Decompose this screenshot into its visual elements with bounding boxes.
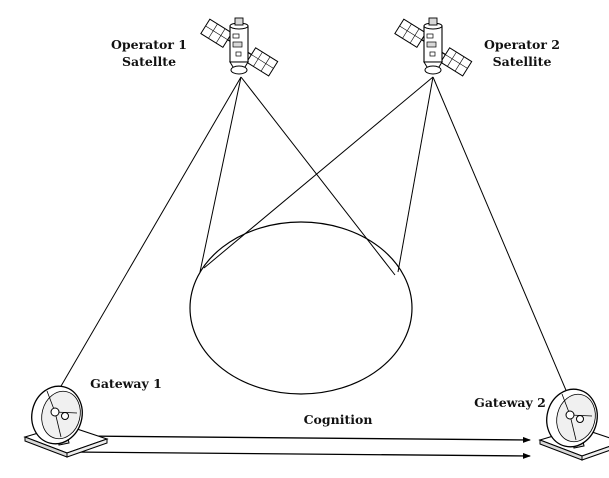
operator1-label-line2: Satellte — [121, 54, 177, 69]
gateway2-label: Gateway 2 — [474, 395, 546, 410]
cognition-arrow-upper — [79, 435, 531, 443]
sat1-beam-right — [240, 76, 396, 276]
cognition-label: Cognition — [303, 412, 373, 427]
link-lines — [56, 76, 569, 396]
coverage-area — [189, 221, 413, 395]
operator2-label-line1: Operator 2 — [483, 37, 560, 52]
satellite-dish-icon — [539, 383, 609, 461]
sat2-gateway2-link — [432, 76, 569, 396]
operator2-label: Operator 2 Satellite — [478, 36, 566, 70]
operator1-label-line1: Operator 1 — [110, 37, 187, 52]
sat2-beam-left — [203, 76, 434, 269]
sat1-gateway1-link — [56, 76, 242, 394]
satellite-icon — [200, 17, 279, 77]
sat1-beam-left — [199, 76, 242, 273]
cognition-arrows — [69, 435, 531, 459]
operator2-label-line2: Satellite — [492, 54, 552, 69]
sat2-beam-right — [397, 76, 434, 273]
operator1-label: Operator 1 Satellte — [105, 36, 193, 70]
satellite-icon — [394, 17, 473, 77]
satellite-dish-icon — [24, 380, 108, 458]
gateway1-label: Gateway 1 — [90, 376, 162, 391]
cognition-arrow-lower — [69, 451, 531, 459]
